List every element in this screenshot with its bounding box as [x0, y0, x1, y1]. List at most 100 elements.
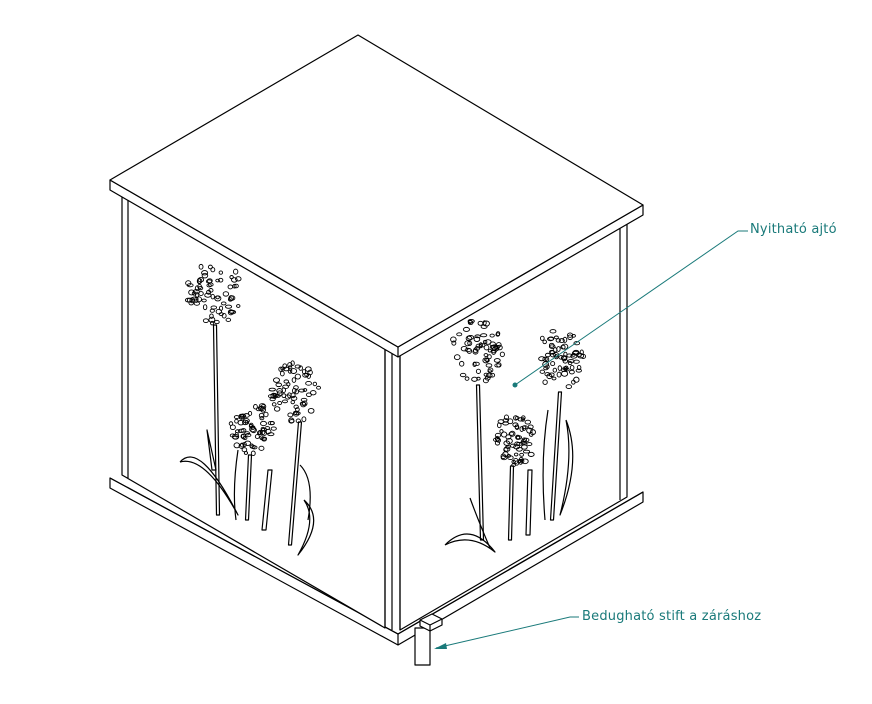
flower-dot: [198, 285, 204, 291]
flower-dot: [467, 340, 473, 346]
flower-dot: [476, 376, 481, 381]
flower-dot: [237, 419, 245, 426]
flower-dot: [573, 376, 580, 383]
flower-dot: [493, 358, 501, 363]
flower-dot: [202, 318, 209, 323]
flower-dot: [184, 297, 192, 303]
flower-dot: [185, 280, 192, 286]
flower-dot: [580, 353, 587, 359]
flower-dot: [215, 295, 220, 300]
leaf: [542, 409, 549, 521]
flower-dot: [548, 336, 555, 341]
flower-dot: [225, 317, 232, 323]
flower-dot: [526, 442, 533, 446]
flower-dot: [487, 369, 492, 374]
flower-dot: [276, 390, 283, 397]
flower-dot: [244, 440, 252, 447]
flower-dot: [561, 343, 569, 350]
flower-dot: [558, 338, 565, 344]
flower-dot: [464, 376, 470, 381]
flower-dot: [283, 379, 290, 384]
flower-dot: [495, 332, 500, 337]
flower-dot: [548, 372, 555, 377]
flower-dot: [307, 407, 315, 414]
flower-dot: [486, 372, 493, 379]
flower-dot: [237, 428, 245, 434]
flower-stem: [244, 454, 253, 521]
flower-stem: [212, 324, 221, 516]
flower-dot: [301, 416, 307, 423]
flower-dot: [232, 435, 239, 440]
flower-dot: [487, 348, 492, 353]
flower-dot: [259, 416, 265, 421]
flower-dot: [193, 301, 200, 306]
flower-stem: [507, 465, 515, 541]
flower-dot: [548, 344, 556, 349]
flower-dot: [567, 360, 573, 366]
flower-dot: [269, 421, 275, 426]
flower-dot: [257, 429, 263, 436]
flower-dot: [482, 339, 488, 345]
flower-dot: [228, 295, 234, 302]
flower-dot: [551, 376, 557, 381]
flower-dot: [520, 440, 527, 445]
flower-dot: [573, 341, 581, 346]
flower-dot: [473, 336, 481, 342]
flower-dot: [209, 308, 215, 313]
flower-dot: [209, 313, 214, 319]
flower-dot: [491, 349, 496, 355]
flower-dot: [496, 362, 502, 368]
flower-dot: [496, 344, 503, 351]
flower-stem: [287, 421, 303, 546]
flower-dot: [519, 426, 524, 432]
flower-dot: [271, 402, 277, 407]
flower-dot: [528, 432, 534, 437]
flower-dot: [281, 399, 288, 404]
flower-dot: [450, 336, 457, 343]
flower-dot: [556, 371, 562, 378]
flower-dot: [524, 419, 531, 425]
flower-dot: [215, 278, 220, 283]
flower-dot: [254, 434, 260, 439]
flower-dot: [222, 291, 230, 297]
flower-dot: [499, 351, 505, 358]
flower-dot: [239, 413, 247, 418]
flower-dot: [527, 424, 534, 430]
flower-stem: [549, 391, 563, 521]
lid: [109, 34, 644, 358]
flower-dot: [301, 369, 307, 375]
flower-dot: [563, 351, 568, 358]
flower-dot: [459, 372, 467, 378]
flower-dot: [306, 373, 311, 379]
flower-dot: [206, 289, 212, 295]
flower-dot: [550, 352, 557, 358]
flower-dot: [538, 356, 546, 362]
flower-dot: [218, 305, 224, 311]
flower-dot: [270, 392, 277, 399]
flower-dot: [305, 366, 312, 372]
flower-dot: [489, 344, 495, 349]
flower-dot: [453, 354, 461, 361]
flower-dot: [495, 342, 502, 348]
flower-dot: [258, 445, 265, 451]
flower-dot: [281, 393, 287, 399]
flower-dot: [224, 304, 233, 309]
flower-dot: [465, 335, 473, 341]
flower-dot: [191, 296, 199, 301]
leaf: [444, 533, 496, 553]
flower-dot: [567, 359, 575, 363]
flower-dot: [273, 406, 281, 412]
flower-dot: [493, 437, 500, 443]
flower-dot: [539, 369, 546, 374]
flower-dot: [298, 388, 306, 393]
flower-dot: [539, 335, 545, 341]
flower-dot: [475, 343, 483, 349]
flower-dot: [268, 387, 276, 392]
flower-dot: [507, 455, 514, 461]
flower-dot: [482, 320, 487, 326]
flower-dot: [270, 426, 277, 431]
flower-dot: [251, 445, 258, 450]
flower-dot: [487, 354, 492, 360]
leaf: [261, 469, 273, 531]
